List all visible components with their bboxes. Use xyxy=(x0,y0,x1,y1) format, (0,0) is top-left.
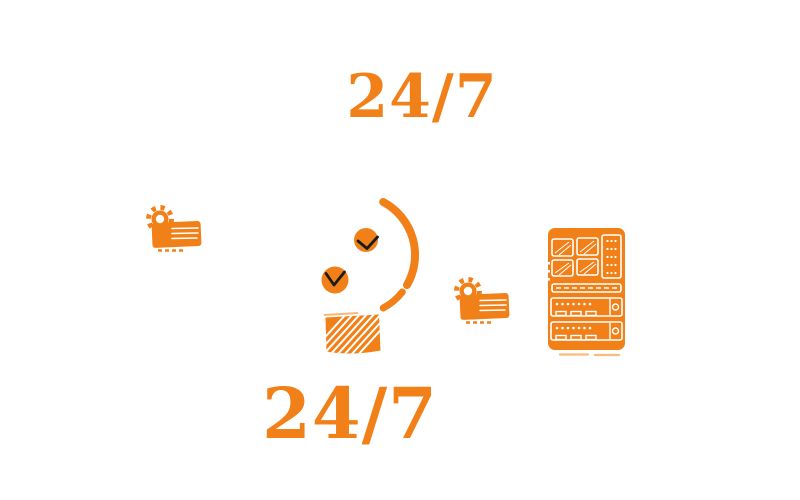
box-sketch-edge xyxy=(323,312,359,316)
server-dash-strip xyxy=(551,283,622,293)
gear-document-glyph xyxy=(149,208,202,251)
gear-document-icon-left xyxy=(138,200,205,255)
checkmark-icon-upper xyxy=(356,235,379,250)
check-circle-lower xyxy=(321,266,349,294)
arc-main-segment xyxy=(379,198,420,289)
vent-slash-lines xyxy=(554,240,597,276)
gear-document-glyph xyxy=(457,280,510,323)
checkmark-icon-lower xyxy=(324,270,346,287)
server-shadow xyxy=(558,353,621,357)
uptime-label-top: 24/7 xyxy=(346,62,498,132)
server-rack-icon xyxy=(546,228,625,357)
server-led-panel xyxy=(601,234,622,279)
box-hatch-lines xyxy=(325,314,381,354)
uptime-label-bottom: 24/7 xyxy=(262,372,438,455)
server-drive-row-2 xyxy=(550,321,623,341)
uptime-arc-with-checkmarks xyxy=(321,198,420,354)
server-body xyxy=(548,228,625,350)
server-side-notches xyxy=(546,262,550,281)
server-drive-row-1 xyxy=(550,297,623,317)
server-vent-squares xyxy=(551,237,599,277)
led-panel-dots xyxy=(606,239,617,275)
check-circle-upper xyxy=(354,228,378,252)
arc-small-segment xyxy=(379,288,406,312)
gear-document-icon-right xyxy=(446,272,513,327)
